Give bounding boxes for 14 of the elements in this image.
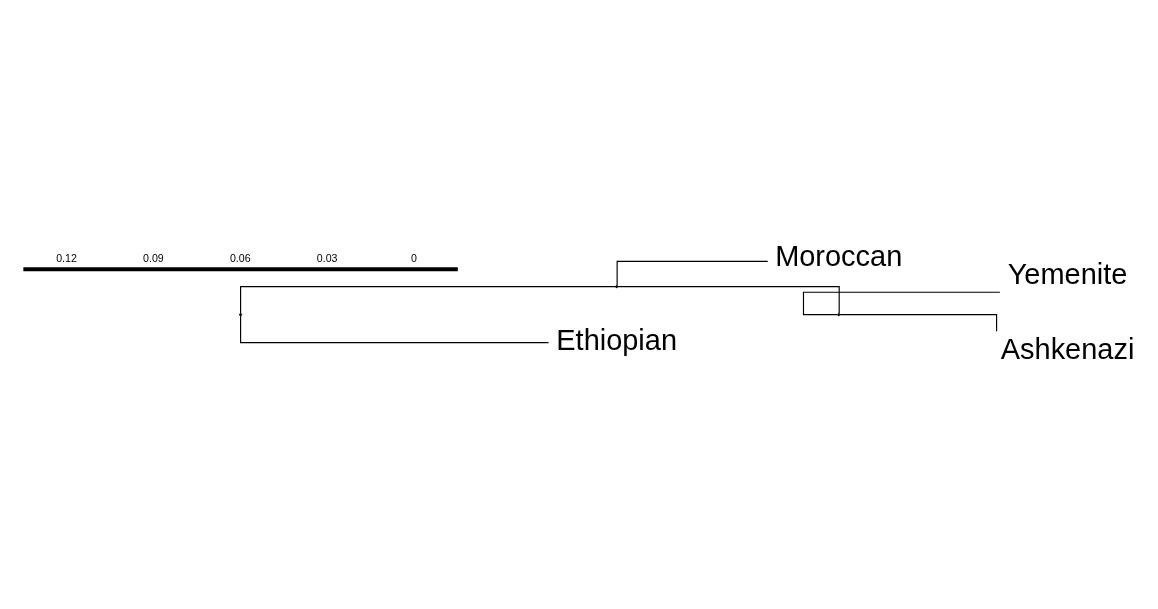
node-text: Yemenite: [1007, 257, 1128, 290]
node-point: [239, 312, 243, 316]
node-point: [837, 312, 841, 316]
label: 0.12: [56, 251, 77, 264]
label: 0.06: [229, 251, 251, 264]
node-text: Ashkenazi: [1000, 332, 1135, 365]
connector: [802, 291, 1001, 315]
label: 0.09: [143, 251, 164, 264]
label: 0: [411, 251, 417, 264]
connector: [240, 314, 550, 343]
label: 0.03: [316, 251, 338, 264]
connector: [839, 313, 998, 332]
node-text: Ethiopian: [556, 323, 678, 356]
node-text: Moroccan: [775, 239, 903, 272]
